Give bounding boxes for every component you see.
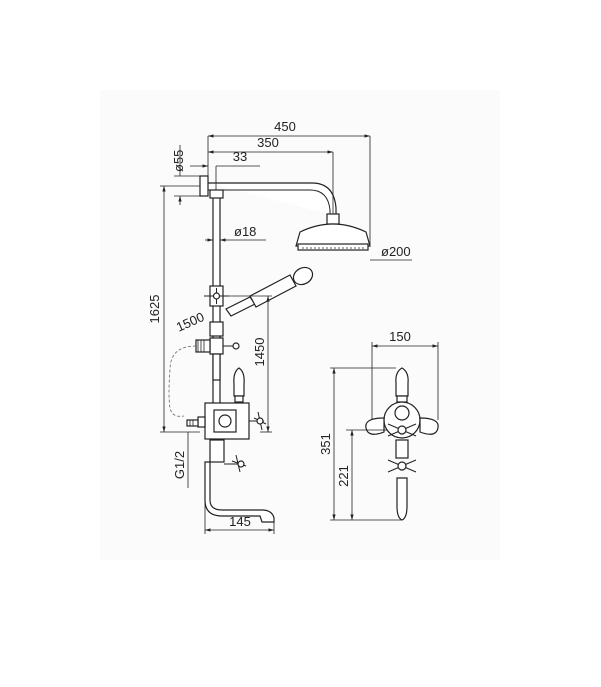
shower-head — [295, 213, 371, 251]
dim-350: 350 — [257, 135, 279, 150]
middle-cross-handle — [387, 423, 417, 437]
ceramic-lever-top — [233, 367, 245, 403]
dim-221: 221 — [336, 465, 351, 487]
left-side-cap — [365, 417, 385, 435]
lower-riser-pipe — [212, 353, 221, 381]
dim-33: 33 — [233, 149, 247, 164]
front-view-dimensions: 150 351 221 — [318, 329, 439, 521]
dim-g12: G1/2 — [172, 451, 187, 479]
bath-tap-handle — [209, 439, 247, 473]
dim-145: 145 — [229, 514, 251, 529]
dim-1625: 1625 — [147, 295, 162, 324]
front-lever-top — [395, 367, 409, 397]
wall-bracket-top — [199, 175, 209, 197]
right-side-cap — [419, 417, 439, 435]
middle-coupling — [209, 321, 224, 337]
dim-450: 450 — [274, 119, 296, 134]
dim-1450: 1450 — [252, 338, 267, 367]
dim-d55: ø55 — [171, 150, 186, 172]
shower-arm-inner — [208, 189, 331, 216]
dim-351: 351 — [318, 433, 333, 455]
flexible-hose — [168, 345, 197, 417]
shower-arm-outer — [208, 182, 337, 216]
thermostatic-valve-body — [186, 402, 267, 440]
diverter-outlet — [195, 337, 240, 355]
shower-column-side-view — [168, 175, 371, 523]
dim-d18: ø18 — [234, 224, 256, 239]
side-view-dimensions: 450 350 33 ø55 ø18 ø200 1625 1500 — [147, 119, 412, 534]
riser-top-joint — [209, 189, 224, 199]
dim-d200: ø200 — [381, 244, 411, 259]
drawing-area — [100, 90, 500, 560]
hand-shower — [225, 266, 314, 317]
lower-cross-handle — [387, 459, 417, 473]
dim-150: 150 — [389, 329, 411, 344]
front-lever-bottom — [396, 477, 408, 521]
riser-pipe — [212, 194, 221, 424]
bath-spout — [204, 461, 275, 523]
